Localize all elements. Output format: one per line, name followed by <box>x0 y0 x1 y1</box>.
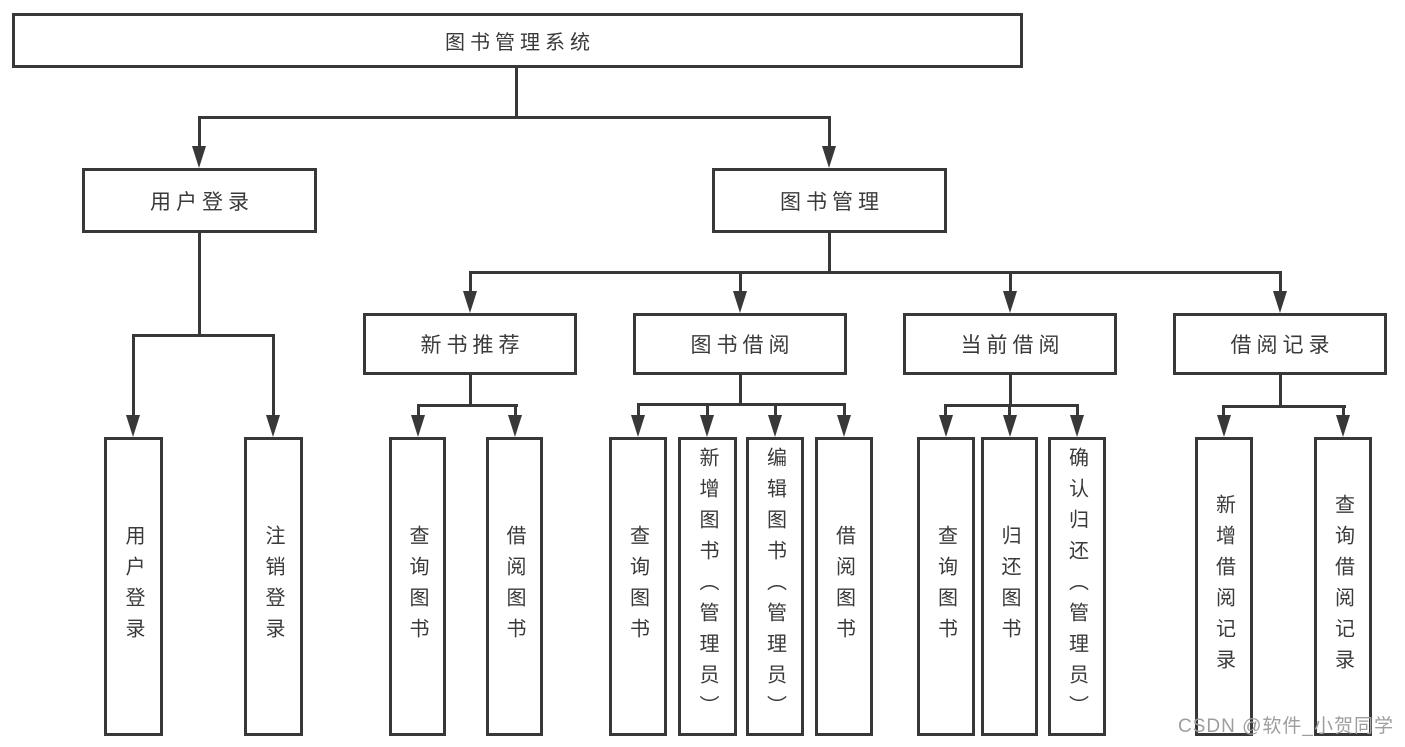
leaf-add-borrow-record-label: 新增借阅记录 <box>1212 493 1235 680</box>
connector-line <box>1008 404 1011 418</box>
connector-arrow <box>768 415 782 437</box>
leaf-borrow-books-recommend-label: 借阅图书 <box>503 524 525 649</box>
connector-line <box>198 116 201 149</box>
leaf-add-borrow-record: 新增借阅记录 <box>1195 437 1253 736</box>
node-book-management: 图书管理 <box>712 168 947 233</box>
connector-line <box>739 373 742 406</box>
connector-line <box>828 231 831 274</box>
node-root-label: 图书管理系统 <box>445 32 595 54</box>
node-current-borrow: 当前借阅 <box>903 313 1117 375</box>
leaf-return-books: 归还图书 <box>981 437 1038 736</box>
csdn-watermark: CSDN @软件_小贺同学 <box>1178 716 1394 737</box>
connector-line <box>132 334 275 337</box>
connector-arrow <box>1003 415 1017 437</box>
connector-arrow <box>822 146 836 168</box>
connector-arrow <box>733 291 747 313</box>
leaf-return-books-label: 归还图书 <box>998 524 1020 649</box>
connector-arrow <box>837 415 851 437</box>
node-root: 图书管理系统 <box>12 13 1023 68</box>
connector-line <box>739 271 742 294</box>
leaf-query-books-recommend: 查询图书 <box>389 437 446 736</box>
connector-line <box>1222 405 1346 408</box>
leaf-logout-label: 注销登录 <box>262 524 284 649</box>
node-user-login-label: 用户登录 <box>150 190 254 214</box>
connector-arrow <box>411 415 425 437</box>
connector-line <box>1076 404 1079 418</box>
leaf-add-books-admin: 新增图书（管理员） <box>678 437 737 736</box>
connector-arrow <box>939 415 953 437</box>
node-book-borrow-label: 图书借阅 <box>690 334 795 357</box>
connector-arrow <box>700 415 714 437</box>
connector-line <box>417 404 518 407</box>
leaf-borrow-books: 借阅图书 <box>815 437 873 736</box>
connector-line <box>944 404 1079 407</box>
node-new-book-recommend-label: 新书推荐 <box>420 334 525 357</box>
connector-arrow <box>266 415 280 437</box>
connector-line <box>944 404 947 418</box>
node-book-management-label: 图书管理 <box>780 190 884 214</box>
connector-line <box>132 334 135 418</box>
leaf-borrow-books-recommend: 借阅图书 <box>486 437 543 736</box>
leaf-edit-books-admin: 编辑图书（管理员） <box>746 437 804 736</box>
connector-line <box>637 403 846 406</box>
leaf-query-books-borrow: 查询图书 <box>609 437 667 736</box>
connector-arrow <box>1003 291 1017 313</box>
leaf-query-books-current-label: 查询图书 <box>934 524 957 649</box>
connector-line <box>637 403 640 418</box>
connector-arrow <box>631 415 645 437</box>
connector-line <box>706 403 709 418</box>
node-borrow-records: 借阅记录 <box>1173 313 1387 375</box>
leaf-query-books-recommend-label: 查询图书 <box>406 524 428 649</box>
connector-line <box>828 116 831 149</box>
node-current-borrow-label: 当前借阅 <box>960 334 1065 357</box>
connector-arrow <box>1273 291 1287 313</box>
leaf-confirm-return-admin-label: 确认归还（管理员） <box>1065 447 1088 726</box>
connector-line <box>1342 405 1345 418</box>
node-user-login: 用户登录 <box>82 168 317 233</box>
connector-arrow <box>1217 415 1231 437</box>
leaf-user-login-label: 用户登录 <box>122 524 144 649</box>
connector-line <box>774 403 777 418</box>
leaf-user-login: 用户登录 <box>104 437 163 736</box>
leaf-query-books-current: 查询图书 <box>917 437 975 736</box>
connector-line <box>272 334 275 418</box>
connector-line <box>1009 373 1012 407</box>
leaf-query-books-borrow-label: 查询图书 <box>626 524 649 649</box>
leaf-logout: 注销登录 <box>244 437 303 736</box>
connector-arrow <box>508 415 522 437</box>
connector-line <box>1279 373 1282 408</box>
leaf-confirm-return-admin: 确认归还（管理员） <box>1048 437 1106 736</box>
connector-line <box>1222 405 1225 418</box>
connector-line <box>198 231 201 337</box>
connector-line <box>1279 271 1282 294</box>
leaf-query-borrow-record: 查询借阅记录 <box>1314 437 1372 736</box>
connector-line <box>514 404 517 418</box>
connector-line <box>469 271 1282 274</box>
connector-arrow <box>463 291 477 313</box>
leaf-edit-books-admin-label: 编辑图书（管理员） <box>763 447 786 726</box>
connector-line <box>417 404 420 418</box>
connector-arrow <box>1336 415 1350 437</box>
leaf-borrow-books-label: 借阅图书 <box>832 524 855 649</box>
node-borrow-records-label: 借阅记录 <box>1230 334 1335 357</box>
connector-line <box>1009 271 1012 294</box>
leaf-add-books-admin-label: 新增图书（管理员） <box>696 447 718 726</box>
connector-arrow <box>192 146 206 168</box>
connector-line <box>843 403 846 418</box>
connector-arrow <box>126 415 140 437</box>
connector-line <box>198 116 831 119</box>
node-book-borrow: 图书借阅 <box>633 313 847 375</box>
node-new-book-recommend: 新书推荐 <box>363 313 577 375</box>
connector-line <box>469 373 472 407</box>
connector-arrow <box>1070 415 1084 437</box>
connector-line <box>469 271 472 294</box>
leaf-query-borrow-record-label: 查询借阅记录 <box>1331 493 1354 680</box>
connector-line <box>515 66 518 118</box>
